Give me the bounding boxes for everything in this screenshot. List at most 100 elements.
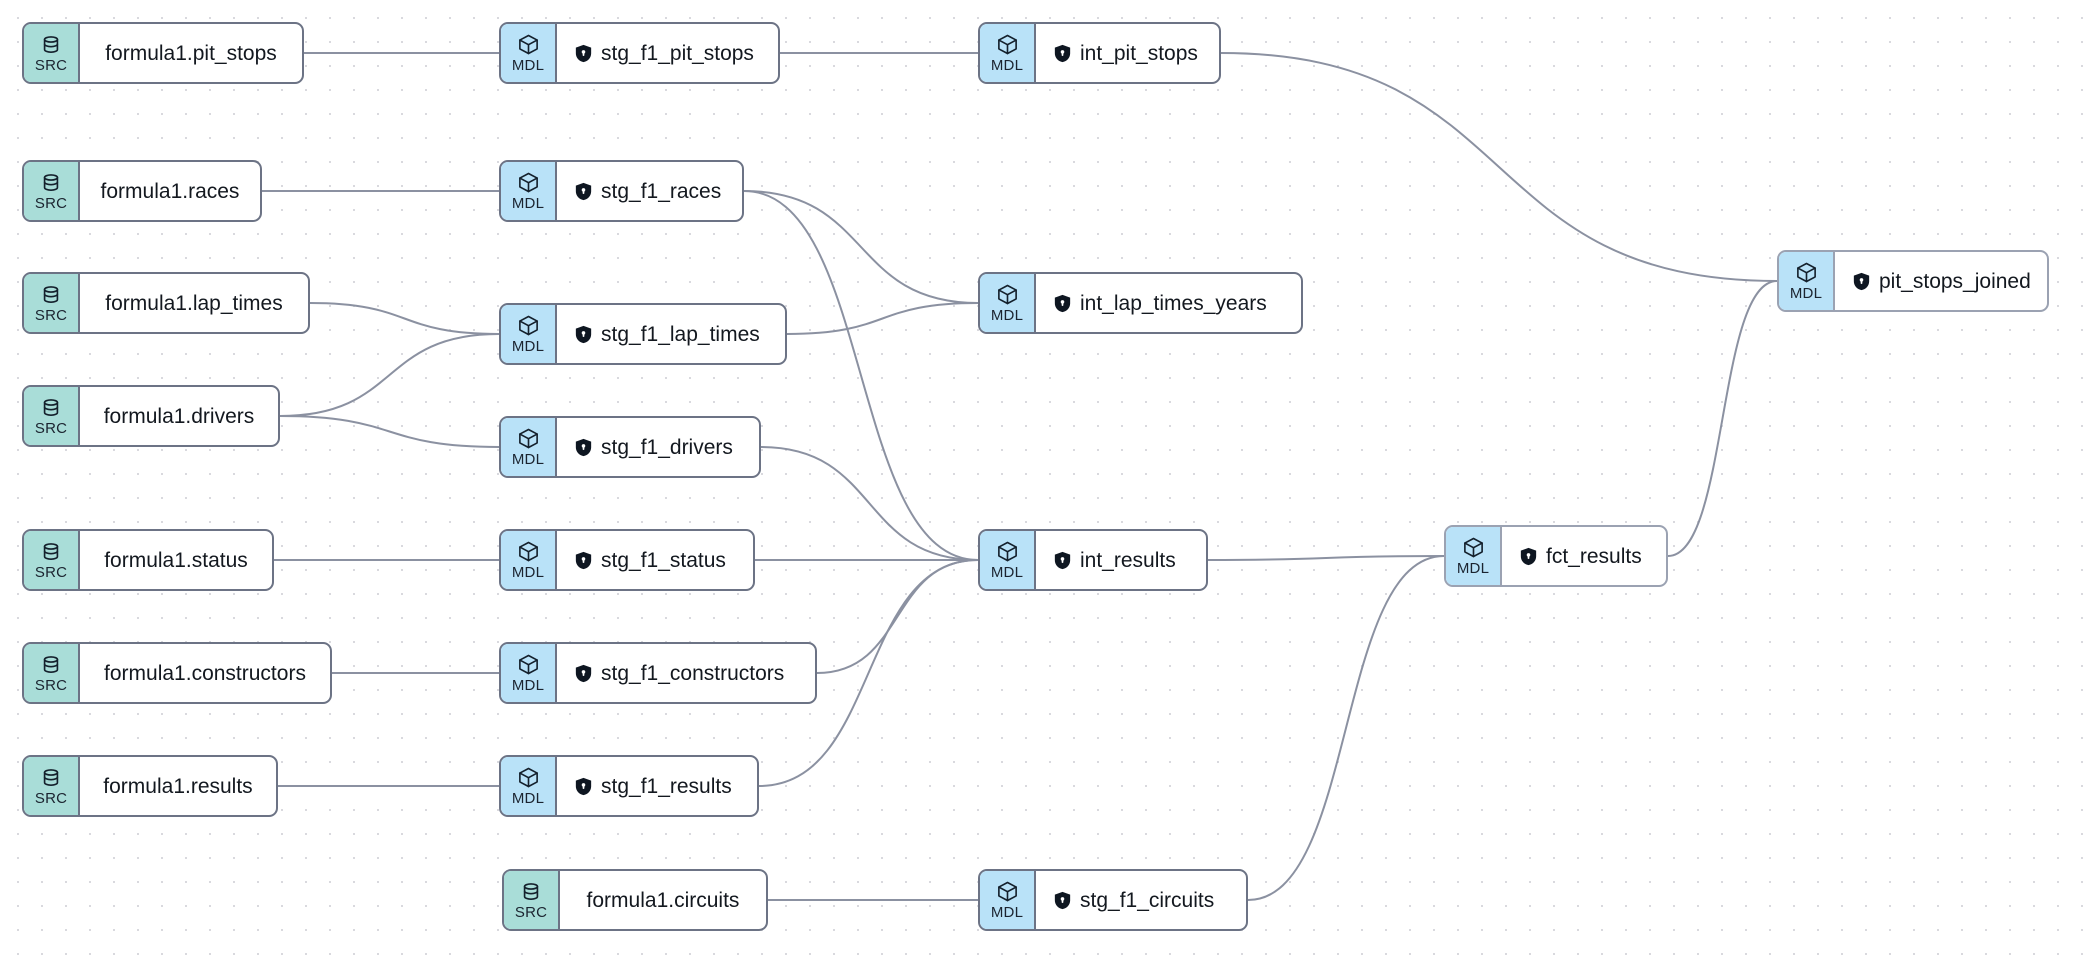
model-badge: MDL <box>501 757 557 815</box>
edge-stg_lap_times-to-int_lap_times <box>786 302 979 335</box>
shield-icon <box>1054 891 1071 910</box>
node-body: stg_f1_constructors <box>557 644 815 702</box>
cube-icon <box>517 653 540 676</box>
cube-icon <box>996 33 1019 56</box>
cube-icon <box>517 427 540 450</box>
graph-node-int_lap_times[interactable]: MDL int_lap_times_years <box>978 272 1303 334</box>
model-badge: MDL <box>980 274 1036 332</box>
badge-label: MDL <box>511 677 545 694</box>
node-body: int_pit_stops <box>1036 24 1219 82</box>
shield-icon <box>575 182 592 201</box>
edge-fct_results-to-pit_stops_joined <box>1667 280 1778 557</box>
node-label: formula1.pit_stops <box>105 41 277 65</box>
badge-label: MDL <box>990 564 1024 581</box>
node-body: formula1.lap_times <box>80 274 308 332</box>
edge-stg_races-to-int_lap_times <box>743 190 979 304</box>
edge-stg_constructors-to-int_results <box>816 559 979 674</box>
model-badge: MDL <box>980 531 1036 589</box>
source-badge: SRC <box>24 162 80 220</box>
source-badge: SRC <box>24 757 80 815</box>
edge-src_lap_times-to-stg_lap_times <box>309 302 500 335</box>
model-badge: MDL <box>501 24 557 82</box>
model-badge: MDL <box>501 644 557 702</box>
shield-icon <box>575 44 592 63</box>
node-body: pit_stops_joined <box>1835 252 2047 310</box>
database-icon <box>520 881 542 903</box>
database-icon <box>40 397 62 419</box>
node-label: formula1.results <box>103 774 253 798</box>
graph-node-stg_circuits[interactable]: MDL stg_f1_circuits <box>978 869 1248 931</box>
node-label: formula1.constructors <box>104 661 306 685</box>
node-body: formula1.drivers <box>80 387 278 445</box>
badge-label: SRC <box>34 194 68 212</box>
edge-stg_races-to-int_results <box>743 190 979 561</box>
cube-icon <box>517 314 540 337</box>
source-badge: SRC <box>24 274 80 332</box>
node-label: stg_f1_circuits <box>1080 888 1215 912</box>
shield-icon <box>1054 294 1071 313</box>
node-body: formula1.constructors <box>80 644 330 702</box>
cube-icon <box>517 540 540 563</box>
graph-node-stg_constructors[interactable]: MDL stg_f1_constructors <box>499 642 817 704</box>
node-label: int_lap_times_years <box>1080 291 1267 315</box>
node-body: stg_f1_circuits <box>1036 871 1246 929</box>
badge-label: MDL <box>511 195 545 212</box>
node-label: stg_f1_constructors <box>601 661 785 685</box>
graph-node-stg_races[interactable]: MDL stg_f1_races <box>499 160 744 222</box>
node-label: stg_f1_drivers <box>601 435 733 459</box>
source-badge: SRC <box>24 531 80 589</box>
node-body: int_lap_times_years <box>1036 274 1301 332</box>
graph-node-src_circuits[interactable]: SRC formula1.circuits <box>502 869 768 931</box>
shield-icon <box>575 438 592 457</box>
badge-label: SRC <box>514 903 548 921</box>
shield-icon <box>1853 272 1870 291</box>
graph-node-src_pit_stops[interactable]: SRC formula1.pit_stops <box>22 22 304 84</box>
database-icon <box>40 767 62 789</box>
badge-label: SRC <box>34 306 68 324</box>
node-body: stg_f1_pit_stops <box>557 24 778 82</box>
shield-icon <box>575 664 592 683</box>
cube-icon <box>996 880 1019 903</box>
badge-label: SRC <box>34 56 68 74</box>
model-badge: MDL <box>980 24 1036 82</box>
graph-node-fct_results[interactable]: MDL fct_results <box>1444 525 1668 587</box>
cube-icon <box>517 766 540 789</box>
node-body: formula1.circuits <box>560 871 766 929</box>
badge-label: MDL <box>990 307 1024 324</box>
edge-src_drivers-to-stg_lap_times <box>279 333 500 417</box>
graph-node-pit_stops_joined[interactable]: MDL pit_stops_joined <box>1777 250 2049 312</box>
edge-int_results-to-fct_results <box>1207 555 1445 561</box>
node-label: stg_f1_lap_times <box>601 322 760 346</box>
badge-label: MDL <box>1789 285 1823 302</box>
node-label: fct_results <box>1546 544 1642 568</box>
shield-icon <box>575 777 592 796</box>
badge-label: MDL <box>511 790 545 807</box>
cube-icon <box>1462 536 1485 559</box>
graph-node-src_lap_times[interactable]: SRC formula1.lap_times <box>22 272 310 334</box>
node-label: formula1.lap_times <box>105 291 283 315</box>
graph-node-src_results[interactable]: SRC formula1.results <box>22 755 278 817</box>
cube-icon <box>1795 261 1818 284</box>
database-icon <box>40 541 62 563</box>
node-body: stg_f1_races <box>557 162 742 220</box>
badge-label: MDL <box>990 904 1024 921</box>
model-badge: MDL <box>1779 252 1835 310</box>
shield-icon <box>575 551 592 570</box>
node-body: formula1.results <box>80 757 276 815</box>
node-body: fct_results <box>1502 527 1666 585</box>
model-badge: MDL <box>1446 527 1502 585</box>
shield-icon <box>575 325 592 344</box>
